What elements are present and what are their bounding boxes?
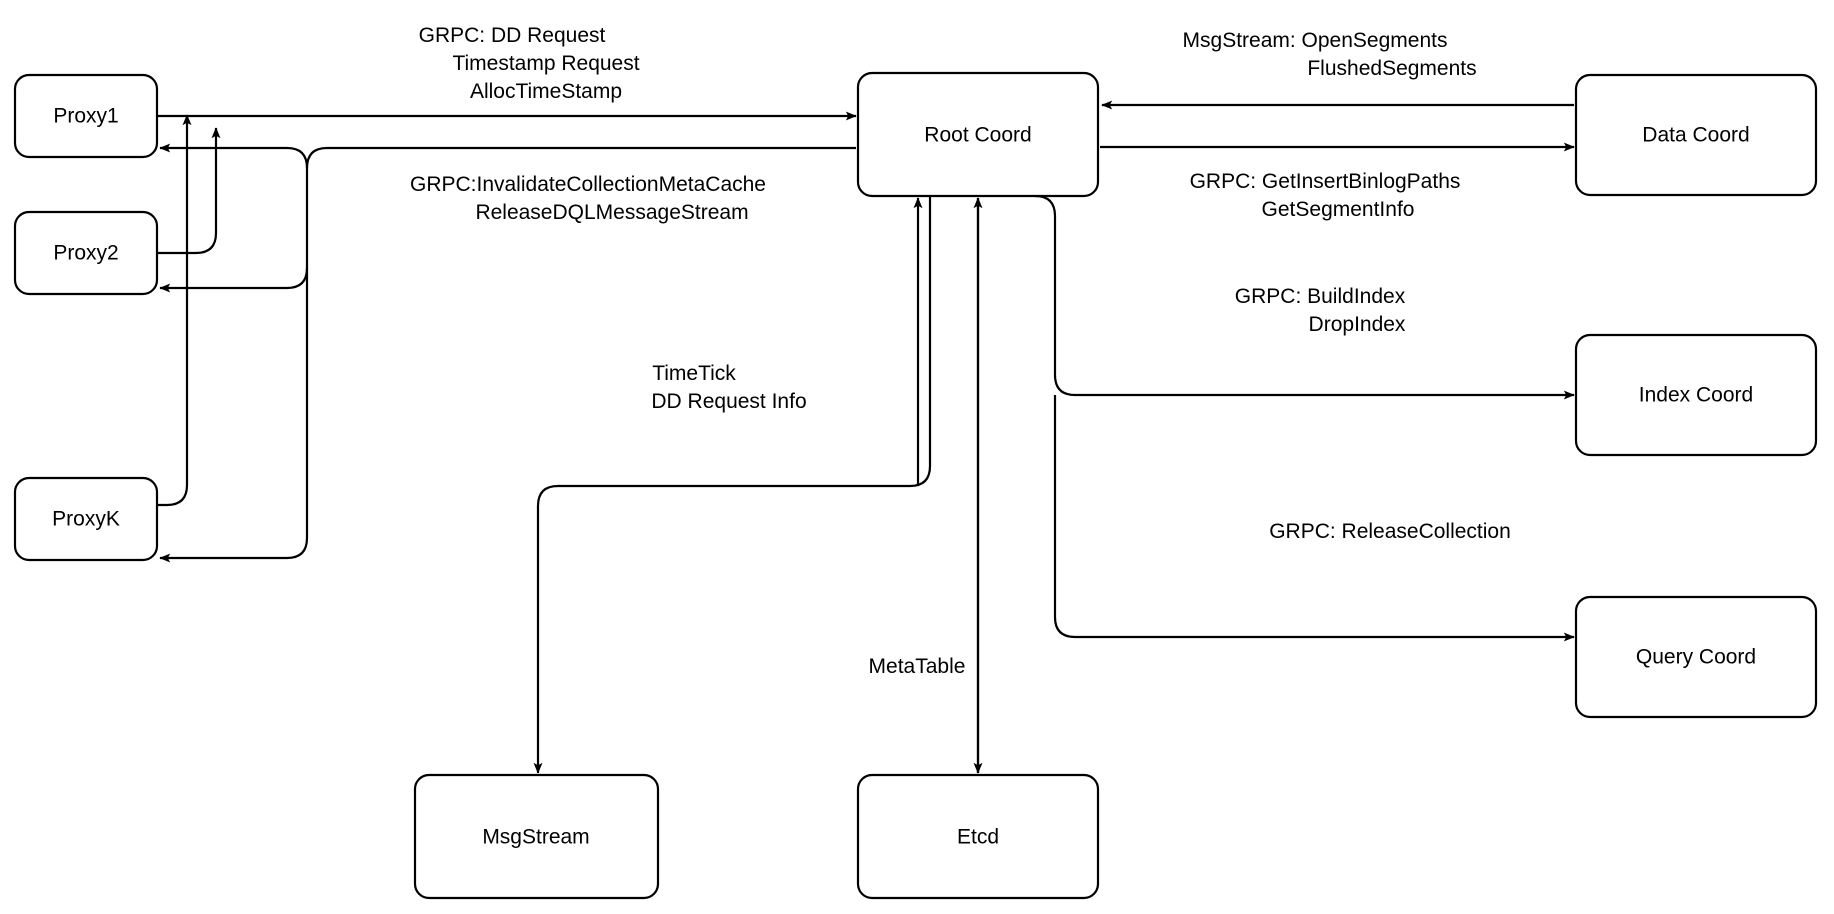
- edge-label-rootcoord-to-indexcoord: GRPC: BuildIndex DropIndex: [1235, 285, 1406, 336]
- edge-label-line: GRPC: BuildIndex: [1235, 285, 1406, 308]
- edge-label-line: ReleaseDQLMessageStream: [475, 201, 748, 224]
- node-indexcoord[interactable]: Index Coord: [1574, 333, 1818, 457]
- edge-label-line: GRPC: DD Request: [419, 24, 606, 47]
- edge-trunk-branch-proxy2: [159, 267, 309, 293]
- edge-label-line: GRPC: GetInsertBinlogPaths: [1190, 170, 1461, 193]
- edge-rootcoord-to-querycoord: [1053, 395, 1575, 642]
- node-datacoord-box[interactable]: [1574, 73, 1818, 197]
- node-rootcoord-label: Root Coord: [924, 124, 1031, 147]
- edge-label-rootcoord-to-proxy: GRPC:InvalidateCollectionMetaCache Relea…: [410, 173, 766, 224]
- edge-label-line: DD Request Info: [651, 390, 806, 413]
- node-proxy1-label: Proxy1: [53, 105, 118, 128]
- node-proxy1-box[interactable]: [13, 73, 159, 159]
- edge-label-rootcoord-to-datacoord: GRPC: GetInsertBinlogPaths GetSegmentInf…: [1190, 170, 1461, 221]
- edge-proxy2-to-trunk: [157, 127, 221, 255]
- node-msgstream[interactable]: MsgStream: [413, 773, 660, 900]
- node-proxy2[interactable]: Proxy2: [13, 210, 159, 296]
- node-proxy2-box[interactable]: [13, 210, 159, 296]
- node-etcd[interactable]: Etcd: [856, 773, 1100, 900]
- node-etcd-label: Etcd: [957, 826, 999, 849]
- node-datacoord-label: Data Coord: [1642, 124, 1749, 147]
- node-rootcoord[interactable]: Root Coord: [856, 71, 1100, 198]
- edge-label-line: DropIndex: [1309, 313, 1406, 336]
- edge-label-line: GRPC: ReleaseCollection: [1269, 520, 1511, 543]
- node-rootcoord-box[interactable]: [856, 71, 1100, 198]
- node-proxy2-label: Proxy2: [53, 242, 118, 265]
- node-proxy1[interactable]: Proxy1: [13, 73, 159, 159]
- edge-label-datacoord-to-rootcoord: MsgStream: OpenSegments FlushedSegments: [1183, 29, 1477, 80]
- edge-label-rootcoord-to-msgstream: TimeTick DD Request Info: [651, 362, 806, 413]
- node-querycoord[interactable]: Query Coord: [1574, 595, 1818, 719]
- edge-label-line: GetSegmentInfo: [1262, 198, 1415, 221]
- edge-label-rootcoord-to-etcd: MetaTable: [869, 655, 966, 678]
- node-indexcoord-box[interactable]: [1574, 333, 1818, 457]
- node-datacoord[interactable]: Data Coord: [1574, 73, 1818, 197]
- edge-proxyk-to-trunk: [157, 114, 192, 507]
- edge-label-line: MsgStream: OpenSegments: [1183, 29, 1448, 52]
- edge-rootcoord-to-proxy1: [159, 146, 856, 563]
- edge-label-line: AllocTimeStamp: [470, 80, 622, 103]
- edge-label-proxy-to-rootcoord: GRPC: DD Request Timestamp Request Alloc…: [419, 24, 640, 103]
- edge-label-line: FlushedSegments: [1307, 57, 1476, 80]
- node-querycoord-box[interactable]: [1574, 595, 1818, 719]
- node-proxyk[interactable]: ProxyK: [13, 476, 159, 562]
- node-etcd-box[interactable]: [856, 773, 1100, 900]
- node-msgstream-box[interactable]: [413, 773, 660, 900]
- node-msgstream-label: MsgStream: [482, 826, 589, 849]
- edge-label-line: MetaTable: [869, 655, 966, 678]
- edge-rootcoord-to-msgstream: [533, 196, 932, 774]
- edge-label-rootcoord-to-querycoord: GRPC: ReleaseCollection: [1269, 520, 1511, 543]
- node-proxyk-label: ProxyK: [52, 508, 120, 531]
- edge-label-line: GRPC:InvalidateCollectionMetaCache: [410, 173, 766, 196]
- node-querycoord-label: Query Coord: [1636, 646, 1756, 669]
- edge-rootcoord-to-indexcoord: [1034, 194, 1575, 400]
- edge-label-line: Timestamp Request: [452, 52, 639, 75]
- edge-trunk-branch-proxy1: [159, 143, 309, 169]
- node-indexcoord-label: Index Coord: [1639, 384, 1753, 407]
- node-proxyk-box[interactable]: [13, 476, 159, 562]
- edge-label-line: TimeTick: [652, 362, 736, 385]
